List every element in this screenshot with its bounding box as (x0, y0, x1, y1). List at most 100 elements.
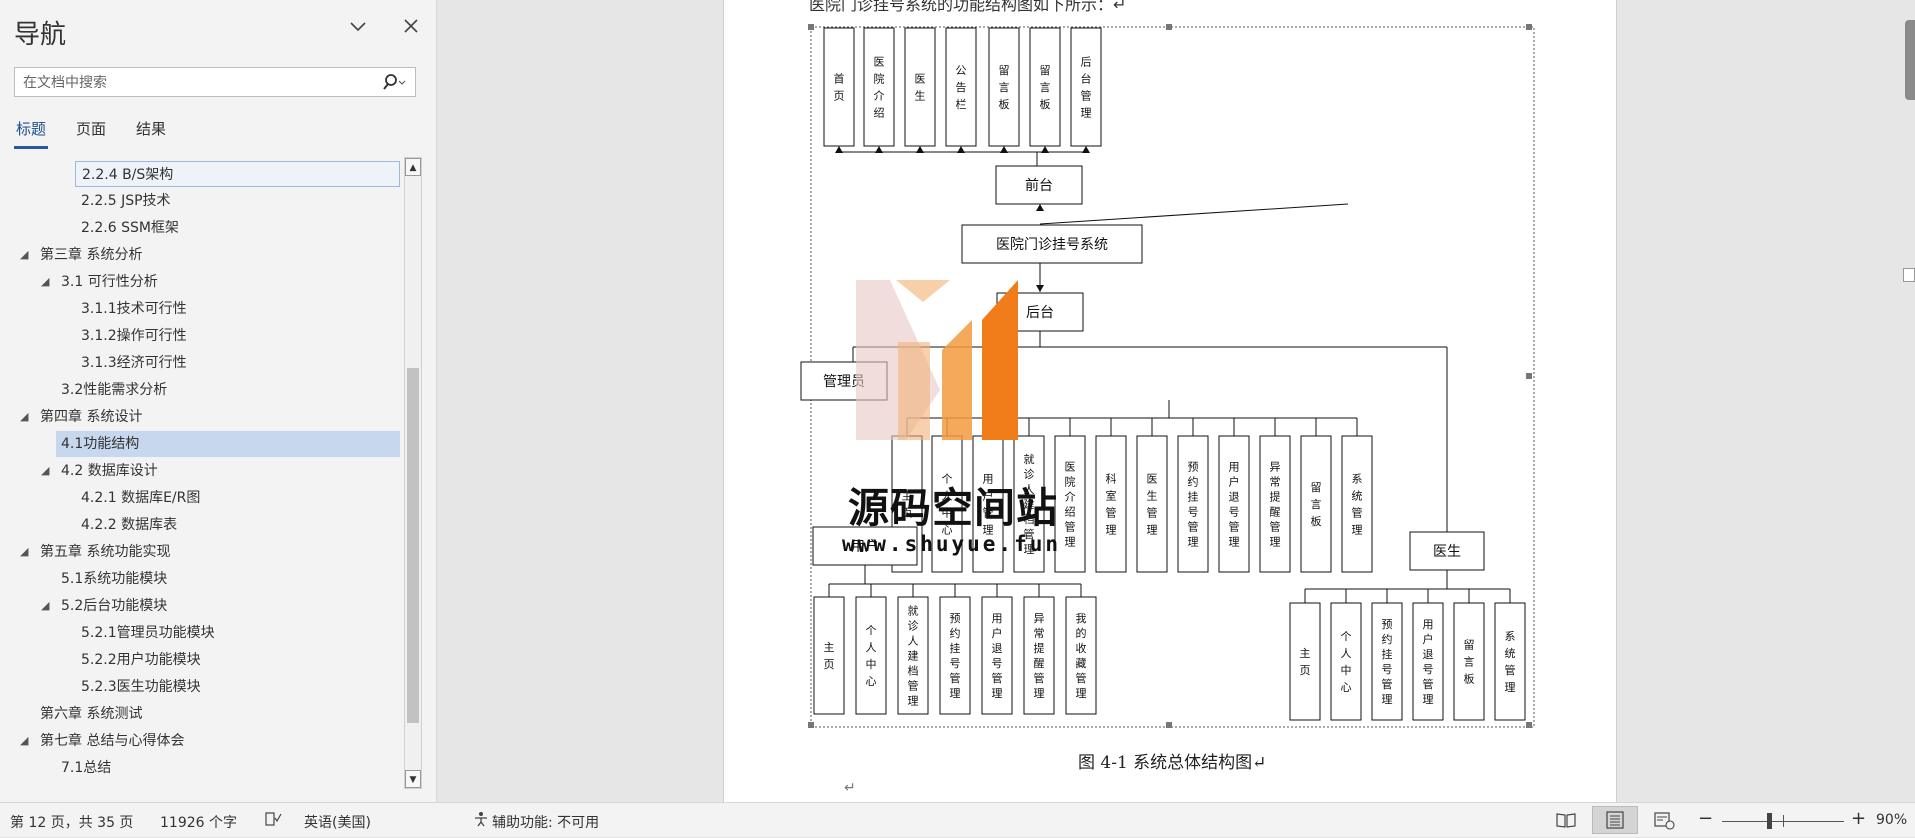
zoom-in-button[interactable]: + (1851, 808, 1867, 829)
expand-arrow-icon[interactable]: ◢ (41, 464, 50, 477)
nav-heading-item[interactable]: ◢第五章 系统功能实现 (0, 539, 400, 565)
admin-item-char: 中 (942, 507, 953, 520)
expand-arrow-icon[interactable]: ◢ (20, 410, 29, 423)
nav-heading-item[interactable]: 2.2.5 JSP技术 (0, 188, 400, 214)
user-item-char: 理 (1034, 687, 1045, 700)
nav-heading-item[interactable]: 7.1总结 (0, 755, 400, 781)
expand-arrow-icon[interactable]: ◢ (20, 545, 29, 558)
nav-heading-item[interactable]: 5.1系统功能模块 (0, 566, 400, 592)
nav-heading-label: 3.1.2操作可行性 (81, 328, 187, 344)
admin-item-char: 室 (1106, 489, 1117, 503)
doctor-item-char: 留 (1464, 639, 1475, 652)
user-item-box (813, 596, 845, 715)
nav-heading-item[interactable]: 3.1.2操作可行性 (0, 323, 400, 349)
structure-diagram[interactable]: 首页医院介绍医生公告栏留言板留言板后台管理前台医院门诊挂号系统后台管理员主页个人… (724, 0, 1616, 740)
scrollbar-thumb[interactable] (407, 368, 419, 723)
user-item-char: 收 (1076, 641, 1087, 655)
nav-heading-item[interactable]: ◢ 3.1 可行性分析 (0, 269, 400, 295)
admin-item-box (1341, 435, 1373, 573)
word-count[interactable]: 11926 个字 (160, 815, 237, 831)
doctor-item-char: 约 (1382, 633, 1393, 646)
admin-item-char: 管 (1024, 527, 1035, 541)
zoom-level[interactable]: 90% (1876, 812, 1908, 828)
admin-item-char: 院 (1065, 475, 1076, 489)
nav-heading-label: 3.1 可行性分析 (61, 274, 158, 290)
root-node-label: 医院门诊挂号系统 (996, 237, 1108, 253)
tab-headings[interactable]: 标题 (16, 120, 47, 138)
expand-arrow-icon[interactable]: ◢ (20, 248, 29, 261)
admin-item-char: 理 (1106, 524, 1117, 537)
admin-item-char: 户 (1229, 475, 1240, 489)
zoom-out-button[interactable]: − (1698, 808, 1714, 829)
side-scrollbar-handle[interactable] (1905, 20, 1915, 100)
nav-heading-item[interactable]: ◢第七章 总结与心得体会 (0, 728, 400, 754)
expand-arrow-icon[interactable]: ◢ (41, 275, 50, 288)
nav-heading-item[interactable]: ◢4.2 数据库设计 (0, 458, 400, 484)
close-icon[interactable] (402, 16, 420, 41)
search-input[interactable] (21, 71, 385, 95)
nav-heading-item[interactable]: 3.1.1技术可行性 (0, 296, 400, 322)
front-node-box (995, 165, 1083, 205)
doctor-item-char: 板 (1464, 672, 1475, 686)
admin-item-box (1013, 435, 1045, 573)
web-layout-button[interactable] (1641, 806, 1687, 834)
admin-item-char: 号 (1229, 506, 1240, 519)
page-count[interactable]: 第 12 页，共 35 页 (10, 815, 134, 831)
print-layout-button[interactable] (1592, 806, 1638, 834)
nav-heading-item[interactable]: 2.2.3 MySQL数据库 (0, 146, 400, 160)
accessibility-status[interactable]: 辅助功能: 不可用 (492, 815, 600, 831)
doctor-item-box (1371, 602, 1403, 721)
nav-heading-item[interactable]: 4.2.2 数据库表 (0, 512, 400, 538)
nav-options-chevron-icon[interactable] (348, 16, 368, 42)
scroll-up-icon[interactable]: ▲ (405, 158, 421, 176)
nav-heading-item[interactable]: ◢第四章 系统设计 (0, 404, 400, 430)
expand-arrow-icon[interactable]: ◢ (41, 599, 50, 612)
tab-pages[interactable]: 页面 (76, 120, 107, 138)
nav-heading-item[interactable]: ◢5.2后台功能模块 (0, 593, 400, 619)
nav-heading-label: 4.2.2 数据库表 (81, 517, 178, 533)
admin-item-char: 理 (1147, 524, 1158, 537)
user-item-char: 诊 (908, 619, 919, 633)
nav-heading-item[interactable]: 3.1.3经济可行性 (0, 350, 400, 376)
nav-heading-item[interactable]: ◢第三章 系统分析 (0, 242, 400, 268)
nav-scrollbar[interactable]: ▲ ▼ (404, 157, 422, 789)
doctor-item-char: 中 (1341, 664, 1352, 677)
nav-heading-item[interactable]: 第六章 系统测试 (0, 701, 400, 727)
nav-heading-item[interactable]: 4.2.1 数据库E/R图 (0, 485, 400, 511)
arrow-head (957, 146, 965, 153)
nav-heading-item[interactable]: 5.2.3医生功能模块 (0, 674, 400, 700)
user-item-char: 理 (950, 687, 961, 700)
nav-heading-label: 3.1.1技术可行性 (81, 301, 187, 317)
nav-heading-item[interactable]: 5.2.1管理员功能模块 (0, 620, 400, 646)
search-button[interactable] (379, 71, 407, 95)
nav-heading-item[interactable]: 3.2性能需求分析 (0, 377, 400, 403)
tab-results[interactable]: 结果 (136, 120, 167, 138)
admin-item-char: 管 (1188, 520, 1199, 534)
doctor-item-char: 号 (1382, 663, 1393, 676)
zoom-slider-thumb[interactable] (1767, 813, 1772, 829)
nav-heading-item[interactable]: 2.2.4 B/S架构 (75, 161, 400, 187)
admin-item-box (1054, 435, 1086, 573)
front-item-char: 绍 (874, 106, 885, 120)
proofing-icon[interactable] (264, 810, 282, 832)
resize-handle (1166, 722, 1172, 728)
accessibility-icon[interactable] (472, 810, 490, 832)
admin-item-char: 介 (1065, 491, 1076, 504)
language-status[interactable]: 英语(美国) (304, 815, 371, 831)
user-item-char: 用 (992, 612, 1003, 625)
book-icon (1556, 813, 1576, 828)
nav-heading-item[interactable]: 4.1功能结构 (56, 431, 400, 457)
front-node-label: 前台 (1025, 177, 1053, 194)
read-mode-button[interactable] (1543, 806, 1589, 834)
user-item-char: 约 (950, 627, 961, 640)
admin-item-char: 理 (1024, 543, 1035, 556)
admin-item-box (1177, 435, 1209, 573)
nav-heading-item[interactable]: 5.2.2用户功能模块 (0, 647, 400, 673)
scroll-down-icon[interactable]: ▼ (405, 770, 421, 788)
admin-item-char: 板 (1311, 514, 1322, 528)
nav-heading-item[interactable]: 2.2.6 SSM框架 (0, 215, 400, 241)
expand-arrow-icon[interactable]: ◢ (20, 734, 29, 747)
watermark-logo-icon (856, 280, 1018, 440)
search-icon (383, 74, 406, 90)
arrow-head (1036, 285, 1044, 292)
